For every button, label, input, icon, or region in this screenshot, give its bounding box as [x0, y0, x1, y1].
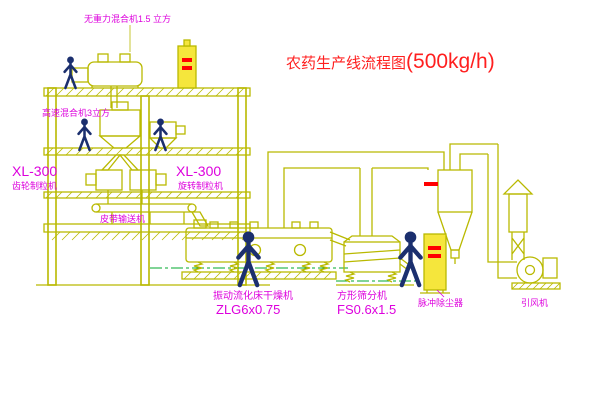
label-fluid-bed-dryer: 振动流化床干燥机	[213, 289, 293, 302]
worker-figure-4	[238, 231, 258, 285]
label-gravity-mixer: 无重力混合机1.5 立方	[84, 13, 171, 24]
label-belt-conveyor: 皮带输送机	[100, 213, 145, 224]
induced-draft-fan	[511, 256, 561, 290]
gravity-free-mixer	[71, 25, 143, 108]
spring	[300, 261, 312, 273]
spring	[228, 261, 240, 273]
label-fluid-bed-dryer-model: ZLG6x0.75	[216, 302, 280, 317]
labels-layer: 无重力混合机1.5 立方 高速混合机3立方 XL-300 齿轮制粒机 XL-30…	[12, 13, 548, 317]
label-granulator-right-model: XL-300	[176, 163, 221, 179]
worker-figure-1	[63, 55, 78, 90]
fluid-bed-dryer	[181, 219, 351, 280]
exhaust-stack	[502, 179, 534, 260]
dryer-inlet	[193, 219, 207, 229]
floor-band-hatch	[51, 231, 251, 241]
label-square-sieve: 方形筛分机	[337, 289, 387, 302]
belt-conveyor	[91, 203, 210, 227]
conveyor-discharge-chute	[190, 211, 210, 227]
spring	[192, 261, 204, 273]
fan-suction-duct	[487, 144, 517, 279]
y-chute-left	[100, 154, 122, 171]
diagram-title-capacity: (500kg/h)	[406, 50, 495, 73]
control-cabinet-roof	[177, 39, 197, 89]
spring	[344, 271, 356, 283]
y-chute-right	[118, 154, 140, 171]
beam-hatch-top	[45, 87, 245, 97]
label-pulse-dust-collector: 脉冲除尘器	[418, 297, 463, 308]
rotary-valve	[450, 249, 460, 259]
label-square-sieve-model: FS0.6x1.5	[337, 302, 396, 317]
fan-volute	[516, 256, 544, 284]
spring	[386, 271, 398, 283]
granulator-left	[85, 169, 123, 204]
fan-motor	[542, 257, 558, 279]
rain-cap	[502, 179, 534, 195]
fan-base	[511, 282, 561, 290]
worker-figure-2	[77, 117, 92, 152]
branch-duct	[359, 168, 373, 236]
label-leader-pulse	[436, 289, 445, 298]
spring	[318, 261, 330, 273]
worker-figure-3	[153, 117, 168, 152]
diagram-title-text: 农药生产线流程图	[286, 55, 406, 72]
dryer-foundation	[181, 271, 337, 280]
building-frame	[36, 87, 270, 286]
label-high-speed-mixer: 高速混合机3立方	[42, 107, 110, 118]
pulse-dust-collector	[420, 233, 450, 294]
label-granulator-left-name: 齿轮制粒机	[12, 180, 57, 191]
beam-hatch-low	[45, 191, 243, 199]
diagram-title: 农药生产线流程图(500kg/h)	[286, 50, 495, 73]
red-tag	[424, 182, 438, 186]
cyclone-separator	[424, 143, 498, 264]
label-granulator-right-name: 旋转制粒机	[178, 180, 223, 191]
granulator-right	[129, 169, 167, 204]
sight-port	[293, 243, 307, 257]
exhaust-duct	[267, 151, 445, 236]
feeder-machine	[148, 121, 186, 149]
worker-figure-5	[400, 231, 420, 285]
label-induced-draft-fan: 引风机	[521, 297, 548, 308]
spring	[264, 261, 276, 273]
label-granulator-left-model: XL-300	[12, 163, 57, 179]
beam-hatch-mid	[45, 147, 244, 156]
stack-legs	[511, 232, 525, 260]
sieve-hood	[343, 235, 401, 243]
dryer-discharge-chute	[329, 231, 351, 241]
worker-figures	[63, 55, 421, 286]
